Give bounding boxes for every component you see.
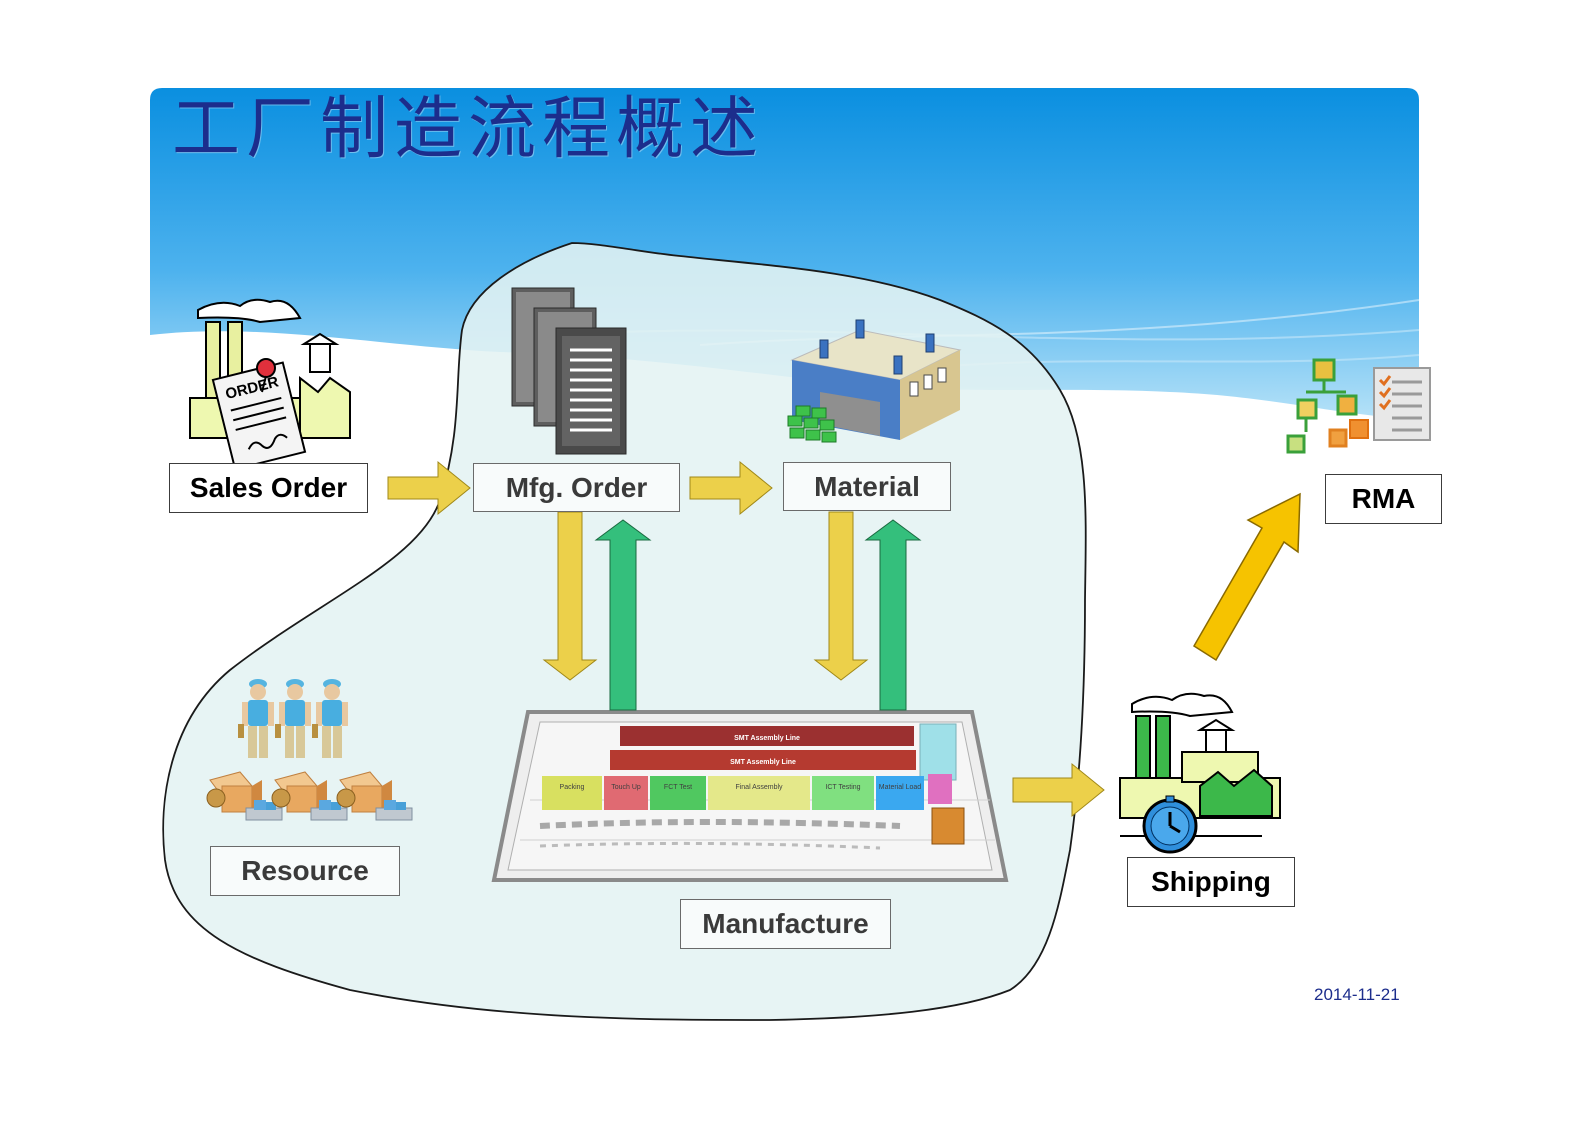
floor-smt-line-2 [610,750,916,770]
arrow-manufacture-to-shipping [1012,762,1105,818]
floor-smt-line-1 [620,726,914,746]
floor-station-packing-label: Packing [560,784,585,791]
arrow-material-to-manufacture [813,511,869,681]
shipping-label: Shipping [1127,857,1295,907]
floor-station-ict-testing [812,776,874,810]
slide-title: 工厂制造流程概述 [172,90,765,169]
floor-station-touch-up [604,776,648,810]
slide-date: 2014-11-21 [1314,985,1400,1004]
floor-station-fct-test [650,776,706,810]
mfg-order-label: Mfg. Order [473,463,680,512]
floor-station-final-assembly-label: Final Assembly [735,784,783,791]
material-label: Material [783,462,951,511]
manufacture-icon: SMT Assembly Line SMT Assembly Line Pack… [491,710,1009,882]
resource-icon [206,679,413,821]
arrow-manufacture-to-material [864,519,922,711]
floor-station-ict-testing-label: ICT Testing [825,784,860,791]
mfg-order-icon [511,287,627,455]
rma-icon [1286,358,1431,454]
sales-order-icon: ORDER [189,298,351,471]
manufacture-label: Manufacture [680,899,891,949]
rma-label: RMA [1325,474,1442,524]
floor-station-final-assembly [708,776,810,810]
shipping-icon [1119,692,1281,854]
floor-smt-line-1-label: SMT Assembly Line [734,735,800,742]
arrow-mfg-to-material [689,460,773,516]
sales-order-label: Sales Order [169,463,368,513]
flow-arrows [387,460,1301,818]
floor-station-material-load-label: Material Load [879,784,922,791]
arrow-manufacture-to-mfg [594,519,652,711]
floor-station-touch-up-label: Touch Up [611,784,641,791]
material-icon [787,319,962,443]
floor-smt-line-2-label: SMT Assembly Line [730,759,796,766]
floor-station-packing [542,776,602,810]
floor-station-material-load [876,776,924,810]
arrow-shipping-to-rma [1192,492,1301,662]
arrow-sales-to-mfg [387,460,471,516]
resource-label: Resource [210,846,400,896]
floor-station-fct-test-label: FCT Test [664,784,692,791]
arrow-mfg-to-manufacture [542,511,598,681]
